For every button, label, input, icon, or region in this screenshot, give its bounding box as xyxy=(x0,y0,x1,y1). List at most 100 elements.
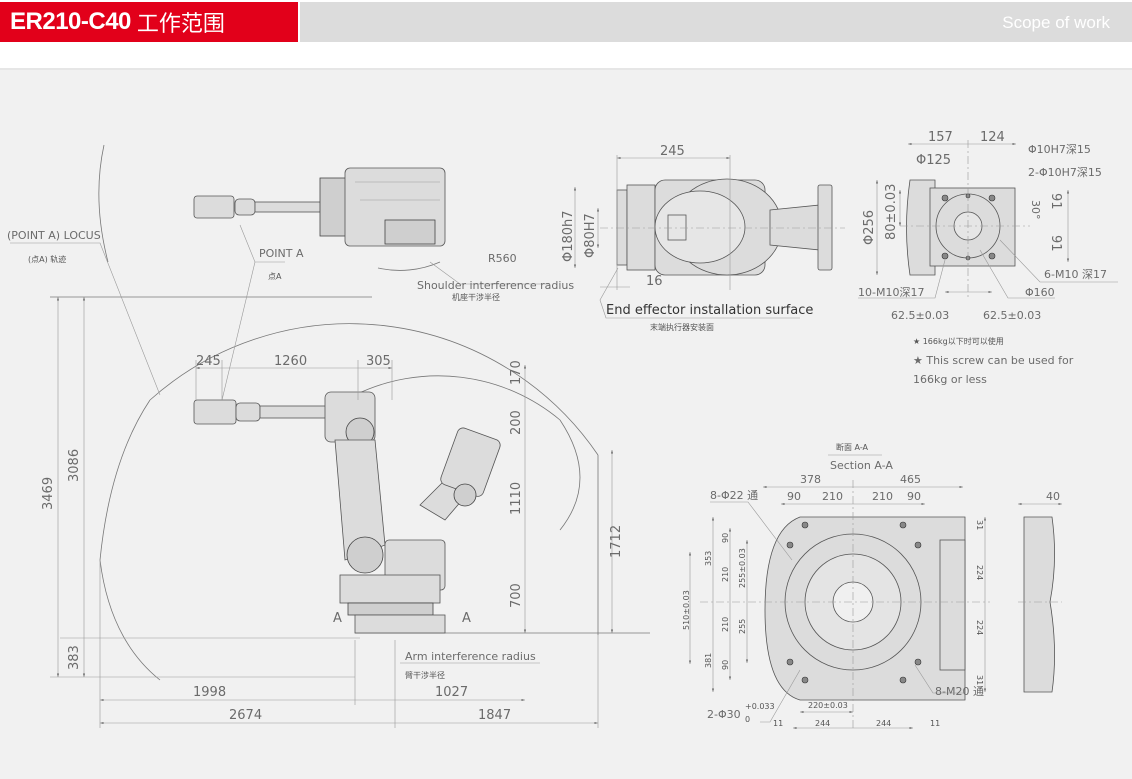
dim-1110: 1110 xyxy=(509,482,524,515)
base-dim-11-right: 11 xyxy=(930,719,940,728)
base-dim-210-left: 210 xyxy=(822,490,843,503)
title-cn: 工作范围 xyxy=(136,11,225,36)
m20-label: 8-M20 通 xyxy=(935,685,984,698)
base-dim-31-top: 31 xyxy=(975,520,984,530)
dim-170: 170 xyxy=(509,360,524,385)
pin-holes-label: 2-Φ10H7深15 xyxy=(1028,166,1102,179)
dim-16: 16 xyxy=(646,274,663,289)
base-dim-40: 40 xyxy=(1046,490,1060,503)
note-cn-text: 166kg以下时可以使用 xyxy=(923,336,1004,346)
shoulder-radius-label: Shoulder interference radius xyxy=(417,279,574,292)
dim-200: 200 xyxy=(509,410,524,435)
pin-30-tol-down: 0 xyxy=(745,715,750,724)
title-en: Scope of work xyxy=(1002,13,1110,32)
dim-3086: 3086 xyxy=(67,449,82,482)
note-en-line1: This screw can be used for xyxy=(925,354,1073,367)
shoulder-radius-label-cn: 机座干涉半径 xyxy=(452,292,500,302)
dim-phi80h7: Φ80H7 xyxy=(583,213,598,258)
end-effector-surface-label-cn: 末端执行器安装面 xyxy=(650,322,714,332)
base-dim-255: 255 xyxy=(738,619,747,634)
base-dim-510: 510±0.03 xyxy=(682,590,691,630)
base-dim-210-bottom: 210 xyxy=(721,617,730,632)
flange-dim-62-left: 62.5±0.03 xyxy=(891,309,949,322)
title-banner: ER210-C40 工作范围 xyxy=(0,2,298,42)
robot-top-view xyxy=(193,167,446,247)
angle-30: 30° xyxy=(1029,200,1042,220)
section-title-cn: 断面 A-A xyxy=(836,442,869,452)
reach-envelope-outer xyxy=(149,323,599,456)
shoulder-radius-arc xyxy=(377,261,441,271)
base-dim-90-left: 90 xyxy=(787,490,801,503)
pin-hole-label: Φ10H7深15 xyxy=(1028,143,1091,156)
dim-1712: 1712 xyxy=(609,525,624,558)
base-dim-378: 378 xyxy=(800,473,821,486)
base-dim-210-right: 210 xyxy=(872,490,893,503)
top-view-locus-arc xyxy=(98,144,109,263)
reach-envelope-left xyxy=(99,399,161,681)
dim-383: 383 xyxy=(67,645,82,670)
base-dim-255-tol: 255±0.03 xyxy=(738,548,747,588)
reach-envelope-inner xyxy=(354,375,581,531)
base-dim-244-left: 244 xyxy=(815,719,830,728)
base-dim-90-bottom: 90 xyxy=(721,660,730,670)
robot-side-view xyxy=(193,391,501,634)
dim-1847: 1847 xyxy=(478,708,511,723)
point-a-locus-label: (POINT A) LOCUS xyxy=(7,229,101,242)
r560-label: R560 xyxy=(488,252,517,265)
flange-dim-phi160: Φ160 xyxy=(1025,286,1055,299)
dim-1260: 1260 xyxy=(274,354,307,369)
base-dim-353: 353 xyxy=(704,551,713,566)
point-a-locus-label-cn: (点A) 轨迹 xyxy=(28,254,66,264)
base-dim-11-left: 11 xyxy=(773,719,783,728)
dim-3469: 3469 xyxy=(41,477,56,510)
m10-6-label: 6-M10 深17 xyxy=(1044,268,1107,281)
base-dim-90-top: 90 xyxy=(721,533,730,543)
base-dim-210-top: 210 xyxy=(721,567,730,582)
dim-phi180h7: Φ180h7 xyxy=(561,210,576,262)
wrist-dim-245: 245 xyxy=(660,144,685,159)
flange-dim-124: 124 xyxy=(980,130,1005,145)
note-en: ★ This screw can be used for xyxy=(913,354,1074,367)
flange-dim-62-right: 62.5±0.03 xyxy=(983,309,1041,322)
dim-2674: 2674 xyxy=(229,708,262,723)
flange-dim-phi125: Φ125 xyxy=(916,153,951,168)
dim-700: 700 xyxy=(509,583,524,608)
base-dim-220: 220±0.03 xyxy=(808,701,848,710)
base-dim-381: 381 xyxy=(704,653,713,668)
holes-22-label: 8-Φ22 通 xyxy=(710,489,758,502)
base-dim-224-top: 224 xyxy=(975,565,984,580)
base-section-view: 断面 A-A Section A-A 378 465 90 210 210 90… xyxy=(682,442,1062,730)
side-view: A A (POINT A) LOCUS (点A) 轨迹 POINT A 点A R… xyxy=(7,144,650,728)
m10-10-label: 10-M10深17 xyxy=(858,286,924,299)
arm-radius-label-cn: 臂干涉半径 xyxy=(405,670,445,680)
flange-dim-80: 80±0.03 xyxy=(884,184,899,240)
flange-view: 157 124 Φ125 Φ10H7深15 2-Φ10H7深15 30° Φ25… xyxy=(858,130,1118,386)
arm-radius-label: Arm interference radius xyxy=(405,650,536,663)
pin-30-label: 2-Φ30 xyxy=(707,708,741,721)
flange-dim-157: 157 xyxy=(928,130,953,145)
section-title-en: Section A-A xyxy=(830,459,893,472)
base-dim-90-right: 90 xyxy=(907,490,921,503)
dim-1027: 1027 xyxy=(435,685,468,700)
base-dim-31-bottom: 31 xyxy=(975,675,984,685)
model-name: ER210-C40 xyxy=(10,8,131,35)
section-mark-left: A xyxy=(333,611,342,626)
dim-1998: 1998 xyxy=(193,685,226,700)
base-dim-224-bottom: 224 xyxy=(975,620,984,635)
title-bar: Scope of work xyxy=(300,2,1132,42)
dim-245: 245 xyxy=(196,354,221,369)
wrist-view: 245 Φ180h7 Φ80H7 16 End effector install… xyxy=(561,144,845,332)
flange-dim-phi256: Φ256 xyxy=(862,210,877,245)
note-en-line2: 166kg or less xyxy=(913,373,987,386)
pin-30-tol-up: +0.033 xyxy=(745,702,775,711)
base-dim-244-right: 244 xyxy=(876,719,891,728)
end-effector-surface-label: End effector installation surface xyxy=(606,303,813,318)
flange-dim-91-top: 91 xyxy=(1048,193,1063,210)
section-mark-right: A xyxy=(462,611,471,626)
dim-305: 305 xyxy=(366,354,391,369)
base-dim-465: 465 xyxy=(900,473,921,486)
point-a-label-cn: 点A xyxy=(268,272,282,281)
point-a-label: POINT A xyxy=(259,247,304,260)
flange-dim-91-bottom: 91 xyxy=(1048,235,1063,252)
